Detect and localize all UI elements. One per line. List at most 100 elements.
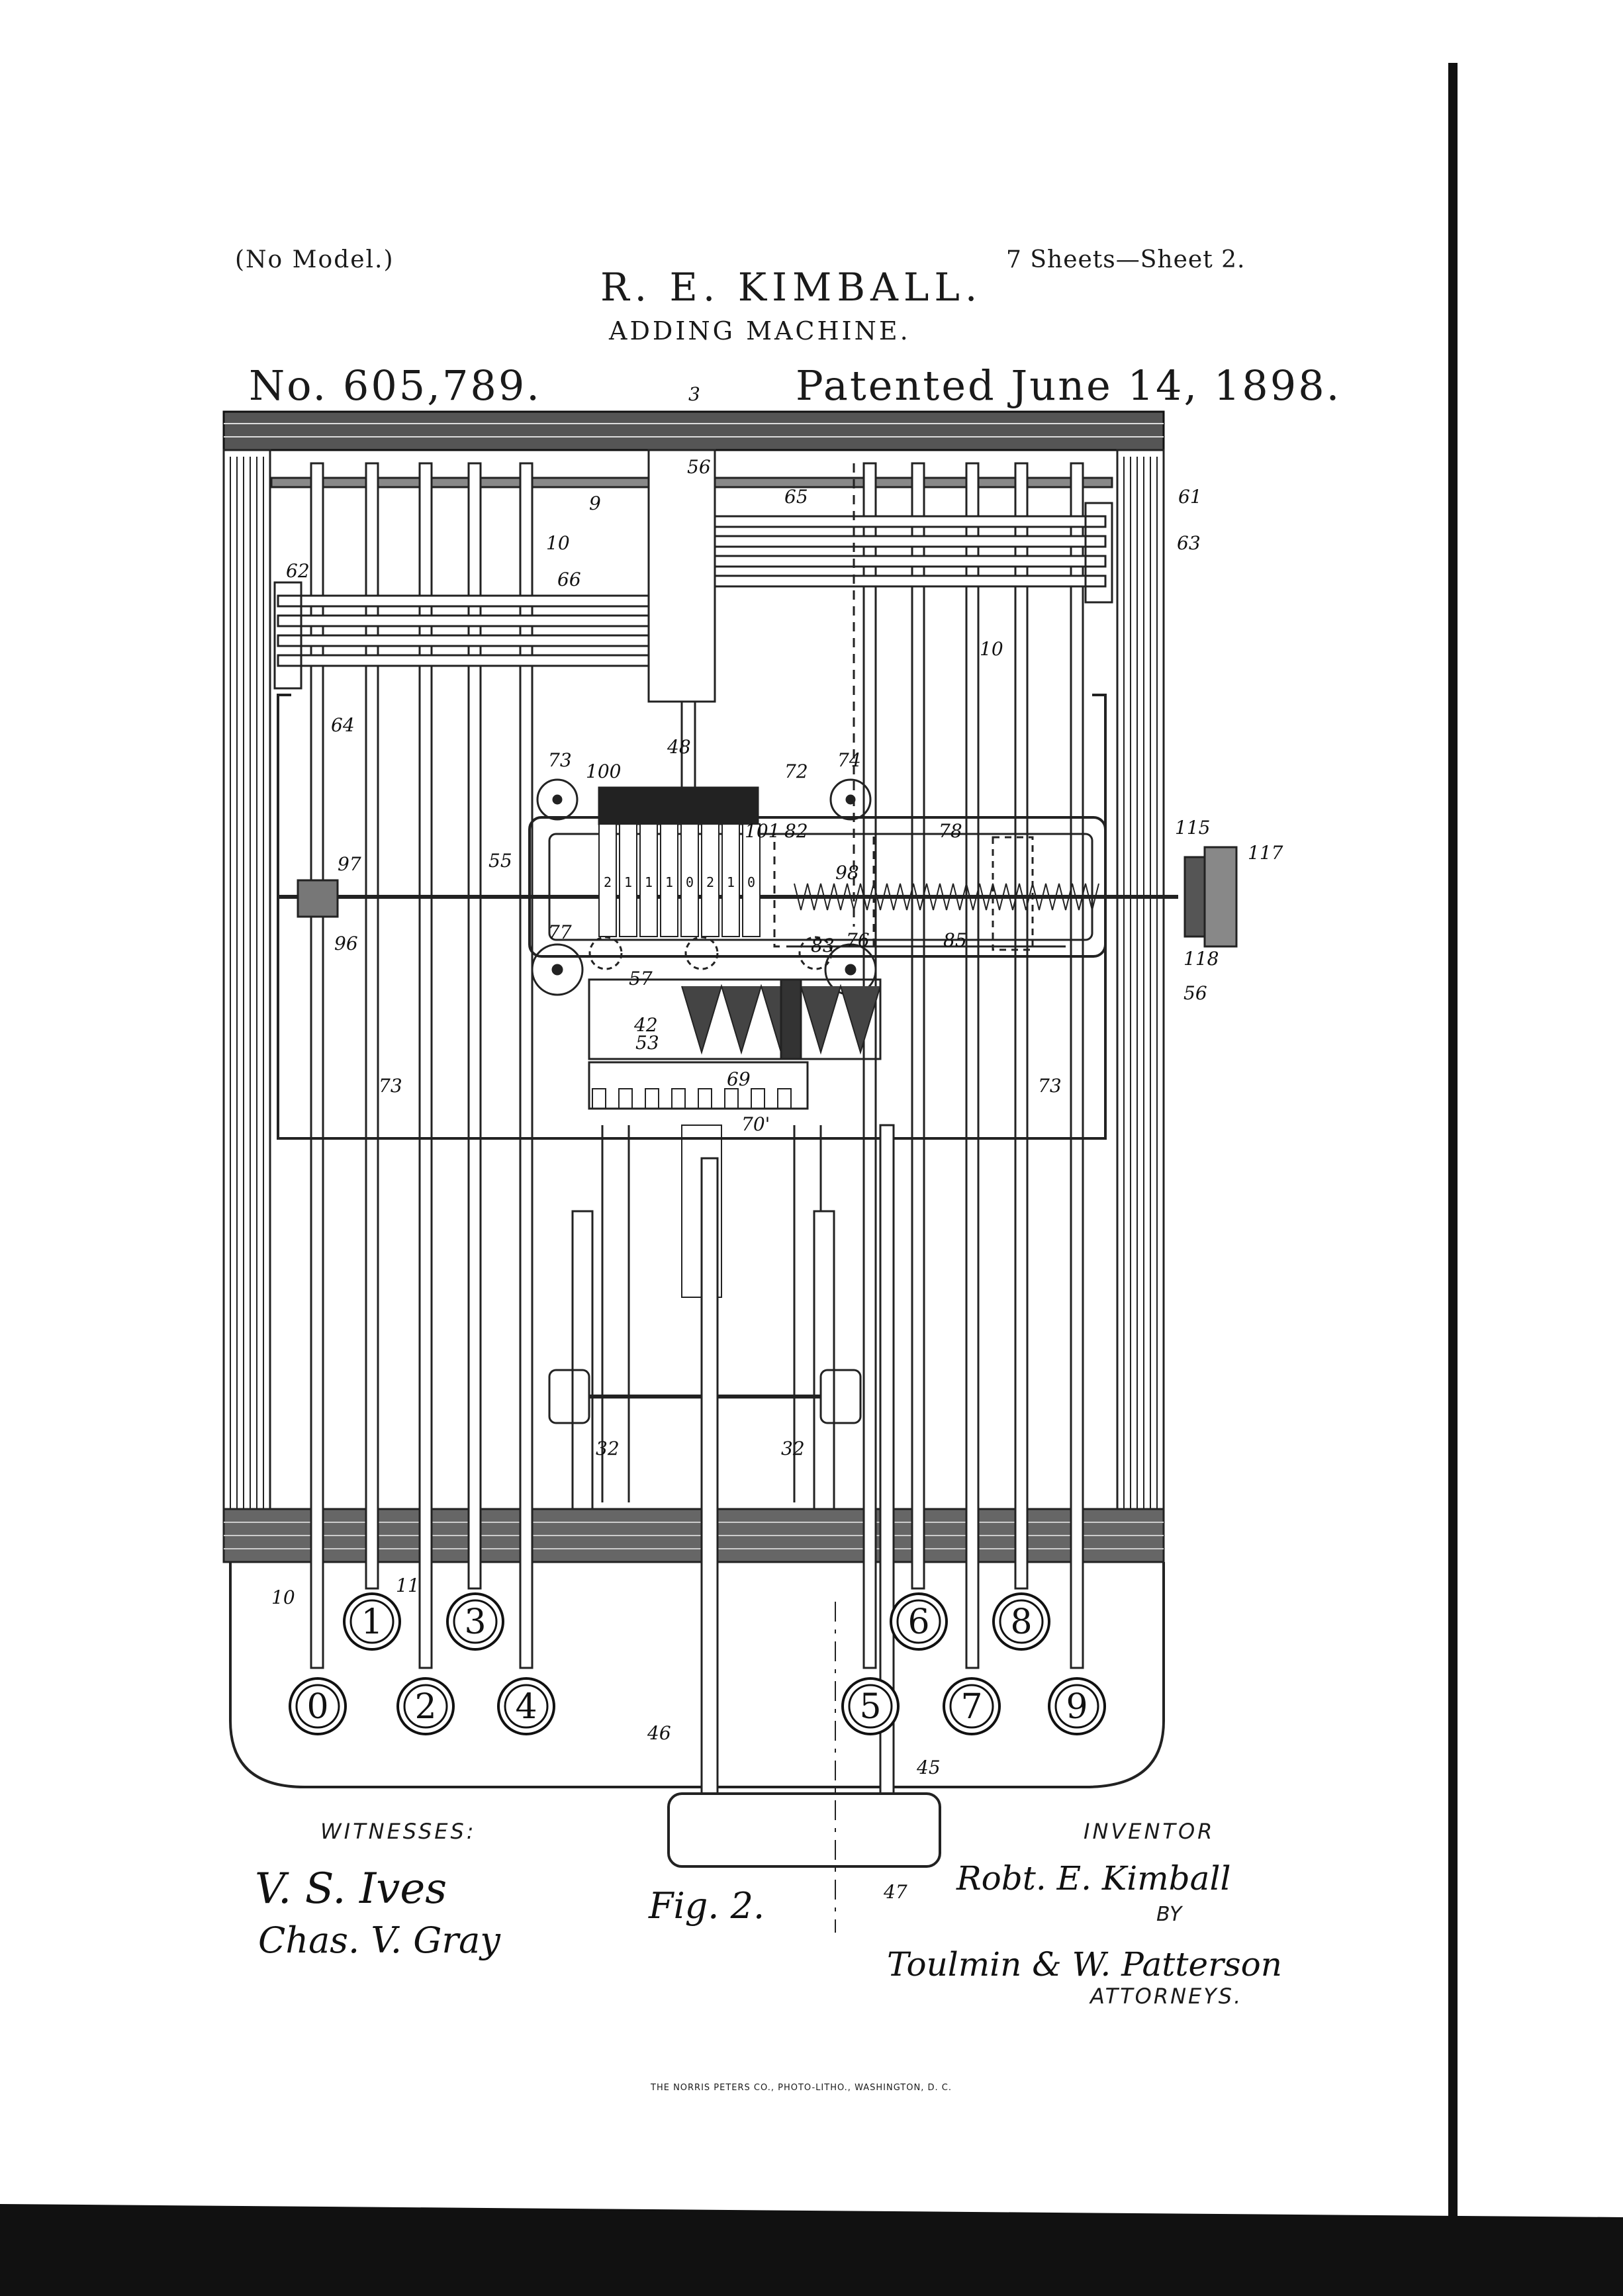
key-label: 0 <box>306 1687 328 1727</box>
key-buttons: 1 3 6 8 0 2 4 5 7 9 <box>289 1592 1106 1735</box>
type-block-100 <box>598 786 759 825</box>
ref-numeral: 74 <box>837 749 861 771</box>
ref-numeral: 61 <box>1178 486 1202 508</box>
ref-numeral: 10 <box>546 532 570 554</box>
witness-signature-2: Chas. V. Gray <box>258 1919 501 1961</box>
key-4[interactable]: 4 <box>497 1677 555 1735</box>
ref-numeral: 46 <box>647 1722 671 1744</box>
clamp-96 <box>297 879 339 918</box>
ref-numeral: 72 <box>784 760 808 782</box>
witnesses-label: WITNESSES: <box>320 1819 477 1844</box>
ref-numeral: 55 <box>488 850 512 872</box>
wheel-digit: 2 <box>706 874 714 890</box>
wheel-digit: 0 <box>747 874 755 890</box>
ref-numeral: 115 <box>1175 817 1210 839</box>
inventor-label: INVENTOR <box>1084 1819 1215 1844</box>
right-comb-65 <box>667 502 1113 604</box>
key-3[interactable]: 3 <box>446 1592 504 1651</box>
patent-number: No. 605,789. <box>249 361 541 410</box>
lower-yoke <box>601 1125 822 1502</box>
ref-numeral: 117 <box>1248 842 1283 864</box>
witness-signature-1: V. S. Ives <box>255 1864 447 1913</box>
key-6[interactable]: 6 <box>890 1592 948 1651</box>
ref-numeral: 56 <box>1183 982 1207 1004</box>
ref-numeral: 98 <box>835 862 859 884</box>
ref-numeral: 100 <box>586 760 621 782</box>
figure-label: Fig. 2. <box>648 1885 765 1927</box>
wheel-digit: 0 <box>686 874 694 890</box>
key-label: 7 <box>960 1687 982 1727</box>
center-stem-48 <box>647 449 716 703</box>
wheel-digit: 1 <box>727 874 735 890</box>
side-frame-73 <box>277 694 1107 1140</box>
key-0[interactable]: 0 <box>289 1677 347 1735</box>
key-levers <box>310 462 1084 1669</box>
key-label: 1 <box>361 1602 383 1642</box>
ref-numeral: 97 <box>338 853 361 875</box>
ref-numeral: 66 <box>557 569 581 590</box>
wheel-digit: 1 <box>645 874 653 890</box>
ref-numeral: 78 <box>939 820 962 842</box>
ref-numeral: 73 <box>548 749 572 771</box>
ref-numeral: 32 <box>596 1438 620 1459</box>
ref-numeral: 70' <box>741 1113 770 1135</box>
key-8[interactable]: 8 <box>992 1592 1050 1651</box>
key-label: 3 <box>464 1602 486 1642</box>
sheet-count: 7 Sheets—Sheet 2. <box>1006 246 1246 273</box>
keyboard-base <box>229 1562 1165 1788</box>
ref-numeral: 3 <box>688 383 700 405</box>
ref-numeral: 65 <box>784 486 808 508</box>
scan-border-bottom <box>0 2204 1623 2296</box>
spring-98 <box>794 883 1099 911</box>
key-2[interactable]: 2 <box>396 1677 455 1735</box>
ref-numeral: 82 <box>784 820 808 842</box>
ref-numeral: 53 <box>635 1032 659 1054</box>
roller-77 <box>531 943 584 996</box>
knob-117 <box>1183 856 1206 938</box>
attorneys-label: ATTORNEYS. <box>1090 1984 1243 2009</box>
ref-numeral: 83 <box>811 935 835 956</box>
ref-numeral: 10 <box>980 638 1003 660</box>
ref-numeral: 101 <box>745 820 780 842</box>
ref-numeral: 47 <box>883 1881 907 1903</box>
key-1[interactable]: 1 <box>343 1592 401 1651</box>
carriage-frame <box>528 816 1107 958</box>
key-label: 6 <box>907 1602 929 1642</box>
ref-numeral: 48 <box>667 736 691 758</box>
key-label: 9 <box>1066 1687 1088 1727</box>
wheel-columns <box>598 823 761 937</box>
roller-73 <box>536 778 579 821</box>
ref-numeral: 45 <box>916 1757 941 1778</box>
no-model-label: (No Model.) <box>235 246 394 273</box>
patent-date: Patented June 14, 1898. <box>796 361 1342 410</box>
ref-numeral: 96 <box>334 933 358 954</box>
ref-numeral: 63 <box>1177 532 1201 554</box>
key-9[interactable]: 9 <box>1048 1677 1106 1735</box>
ref-numeral: 62 <box>286 560 310 582</box>
reference-numerals: 3 9 10 10 10 11 32 32 42 45 46 47 48 53 … <box>271 383 1283 1903</box>
key-label: 2 <box>414 1687 436 1727</box>
key-7[interactable]: 7 <box>943 1677 1001 1735</box>
by-label: BY <box>1156 1903 1182 1926</box>
ref-numeral: 42 <box>633 1014 658 1036</box>
printer-credit: THE NORRIS PETERS CO., PHOTO-LITHO., WAS… <box>651 2083 952 2093</box>
scan-border-right <box>1448 63 1458 2296</box>
ref-numeral: 10 <box>271 1586 295 1608</box>
key-5[interactable]: 5 <box>841 1677 900 1735</box>
ref-numeral: 64 <box>331 714 355 736</box>
key-label: 5 <box>859 1687 881 1727</box>
roller-74 <box>829 778 872 821</box>
wheel-digit: 2 <box>604 874 612 890</box>
frame-right-side <box>1116 449 1165 1510</box>
ref-numeral: 73 <box>1038 1075 1062 1097</box>
ref-numeral: 11 <box>396 1575 420 1596</box>
ref-numeral: 57 <box>629 968 653 989</box>
patent-title: ADDING MACHINE. <box>609 316 911 345</box>
wheel-digit: 1 <box>624 874 632 890</box>
wheel-digit-labels: 2 1 1 1 0 2 1 0 <box>604 874 755 890</box>
frame-top-bar <box>222 410 1165 451</box>
attorneys-signature: Toulmin & W. Patterson <box>887 1945 1282 1984</box>
pulley-32-left <box>571 1210 594 1510</box>
frame-right-hatch <box>1123 457 1158 1509</box>
